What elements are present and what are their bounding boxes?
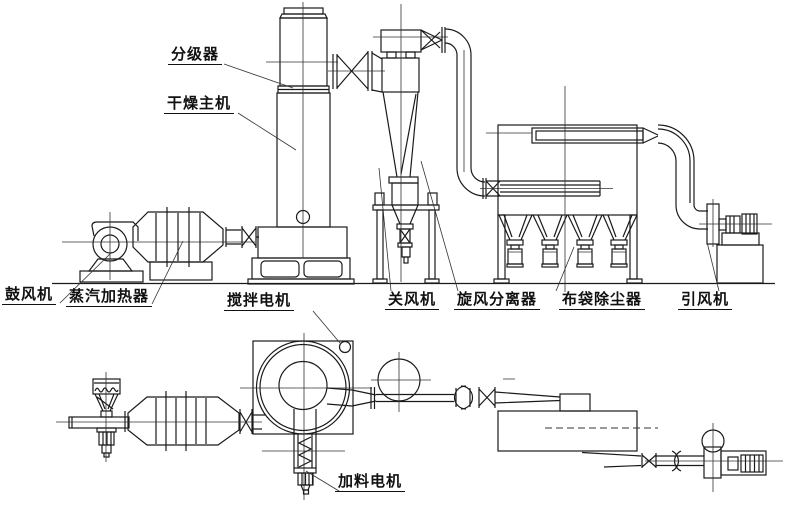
- plan-feed-hopper: [68, 372, 130, 462]
- plan-heater: [56, 391, 265, 451]
- bag-filter-drawing: [486, 86, 708, 292]
- agitator-motor-symbol: [338, 340, 352, 354]
- cyclone-drawing: [372, 4, 448, 284]
- label-steam-heater: 蒸汽加热器: [66, 288, 153, 307]
- plan-screw-feeder: [262, 409, 345, 495]
- column-cyclone-duct: [328, 51, 385, 93]
- induced-fan-drawing: [699, 199, 772, 284]
- label-cyclone-separator: 旋风分离器: [454, 291, 541, 310]
- cyclone-outlet-duct: [420, 27, 613, 199]
- label-induced-draft-fan: 引风机: [678, 291, 733, 310]
- plan-induced-fan: [645, 423, 783, 492]
- plan-dryer-body: [240, 333, 561, 500]
- label-blower: 鼓风机: [2, 286, 57, 305]
- label-feeder-motor: 加料电机: [335, 473, 406, 492]
- plan-cyclone: [371, 352, 515, 412]
- label-dryer-main: 干燥主机: [164, 95, 235, 114]
- label-agitator-motor: 搅拌电机: [224, 292, 295, 311]
- steam-heater-drawing: [132, 207, 259, 281]
- label-bag-filter: 布袋除尘器: [559, 291, 646, 310]
- leader-lines: [59, 63, 720, 492]
- dryer-column-drawing: [247, 2, 355, 285]
- label-classifier: 分级器: [168, 46, 223, 65]
- label-air-lock: 关风机: [385, 291, 440, 310]
- plan-bag-filter: [497, 393, 704, 472]
